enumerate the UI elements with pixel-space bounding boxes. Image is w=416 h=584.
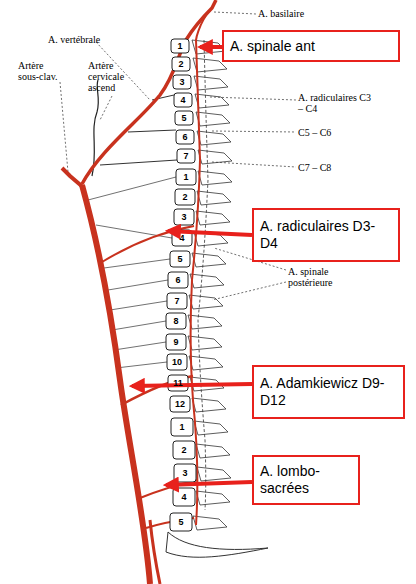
callout-text: A. Adamkiewicz D9-D12 bbox=[260, 375, 397, 409]
artery-label: A. basilaire bbox=[258, 8, 338, 19]
vertebra-number: 4 bbox=[172, 234, 192, 243]
vertebral-body bbox=[166, 313, 186, 329]
iliac-artery bbox=[150, 520, 160, 584]
vertebral-body bbox=[175, 111, 193, 125]
artery-label: Artère sous-clav. bbox=[18, 60, 63, 82]
vertebral-body bbox=[171, 39, 189, 53]
vertebral-body bbox=[174, 209, 194, 225]
callout-arrow bbox=[132, 384, 252, 386]
vertebral-body bbox=[170, 513, 192, 531]
vertebral-body bbox=[176, 130, 194, 144]
vertebral-body bbox=[167, 354, 187, 370]
callout-box: A. radiculaires D3-D4 bbox=[252, 208, 400, 262]
vertebral-body bbox=[171, 418, 193, 436]
cervical-radicular-artery bbox=[100, 95, 177, 165]
vertebral-body bbox=[177, 149, 195, 163]
vertebra-number: 10 bbox=[167, 358, 187, 367]
callout-text: A. lombo- sacrées bbox=[260, 463, 352, 497]
artery-label: C7 – C8 bbox=[298, 162, 358, 173]
callout-box: A. spinale ant bbox=[222, 30, 400, 62]
vertebra-number: 7 bbox=[176, 152, 196, 161]
subclavian-artery bbox=[62, 168, 84, 188]
vertebral-body bbox=[168, 375, 188, 391]
vertebra-number: 7 bbox=[167, 297, 187, 306]
vertebral-body bbox=[170, 396, 190, 412]
artery-label: A. vertébrale bbox=[48, 34, 118, 45]
vertebra-number: 6 bbox=[175, 133, 195, 142]
artery-label: C5 – C6 bbox=[298, 127, 358, 138]
vertebral-body bbox=[168, 272, 188, 288]
vertebra-number: 3 bbox=[172, 78, 192, 87]
vertebral-body bbox=[167, 293, 187, 309]
vertebra-number: 5 bbox=[174, 114, 194, 123]
vertebral-body bbox=[173, 75, 191, 89]
vertebral-body bbox=[170, 251, 190, 267]
vertebra-number: 4 bbox=[173, 96, 193, 105]
callout-text: A. radiculaires D3-D4 bbox=[260, 218, 392, 252]
vertebra-number: 1 bbox=[170, 42, 190, 51]
vertebra-number: 2 bbox=[171, 60, 191, 69]
vertebra-number: 4 bbox=[174, 493, 194, 502]
callout-box: A. lombo- sacrées bbox=[252, 455, 360, 505]
sacrum-outline bbox=[166, 532, 268, 557]
vertebral-body bbox=[176, 169, 196, 185]
callout-box: A. Adamkiewicz D9-D12 bbox=[252, 365, 405, 419]
vertebral-body bbox=[166, 334, 186, 350]
vertebra-number: 11 bbox=[168, 379, 188, 388]
vertebra-number: 5 bbox=[170, 255, 190, 264]
vertebra-number: 12 bbox=[170, 400, 190, 409]
vertebral-body bbox=[173, 441, 195, 459]
vertebra-number: 3 bbox=[175, 469, 195, 478]
vertebra-number: 3 bbox=[174, 213, 194, 222]
vertebral-body bbox=[175, 189, 195, 205]
artery-label: Artère cervicale ascend bbox=[88, 60, 140, 93]
artery-label: A. radiculaires C3 – C4 bbox=[298, 92, 378, 114]
artery-label: A. spinale postérieure bbox=[288, 266, 350, 288]
callout-arrow bbox=[200, 45, 222, 49]
vertebra-number: 1 bbox=[172, 423, 192, 432]
posterior-spinal-artery bbox=[198, 40, 208, 510]
callout-text: A. spinale ant bbox=[230, 38, 392, 55]
vertebral-body bbox=[174, 464, 196, 482]
vertebral-body bbox=[174, 93, 192, 107]
callout-arrow bbox=[166, 482, 252, 485]
vertebra-number: 2 bbox=[175, 193, 195, 202]
vertebra-number: 6 bbox=[168, 276, 188, 285]
vertebra-number: 8 bbox=[166, 317, 186, 326]
vertebra-number: 9 bbox=[166, 338, 186, 347]
vertebra-number: 1 bbox=[176, 173, 196, 182]
vertebral-body bbox=[172, 57, 190, 71]
vertebra-number: 2 bbox=[174, 446, 194, 455]
vertebral-artery bbox=[82, 0, 216, 184]
vertebral-body bbox=[173, 488, 195, 506]
vertebra-number: 5 bbox=[171, 518, 191, 527]
